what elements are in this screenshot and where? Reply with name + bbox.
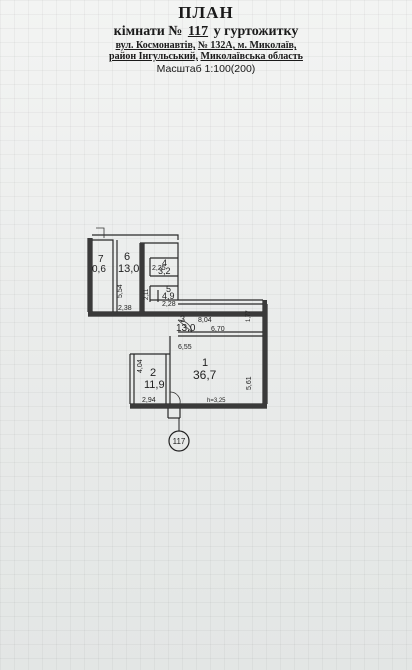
street: вул. Космонавтів, bbox=[115, 40, 196, 51]
dim-804: 8,04 bbox=[198, 317, 212, 324]
room-1-id: 1 bbox=[202, 357, 208, 369]
scale-label: Масштаб 1:100(200) bbox=[156, 63, 256, 75]
dim-238: 2,38 bbox=[118, 305, 132, 312]
house: № 132А, м. Миколаїв, bbox=[197, 40, 297, 51]
dim-404: 4,04 bbox=[137, 359, 144, 373]
room-3-area: 13,0 bbox=[176, 323, 196, 334]
wall-hatching bbox=[88, 238, 267, 408]
dim-228: 2,28 bbox=[162, 301, 176, 308]
plan-title: ПЛАН bbox=[178, 3, 234, 22]
dim-561: 5,61 bbox=[246, 376, 253, 390]
dim-211: 2,11 bbox=[144, 288, 150, 300]
room-line: кімнати № 117 у гуртожитку bbox=[0, 24, 412, 40]
dim-655: 6,55 bbox=[178, 344, 192, 351]
dim-670: 6,70 bbox=[211, 326, 225, 333]
room-6-area: 13,0 bbox=[118, 263, 139, 275]
room-1-area: 36,7 bbox=[193, 368, 217, 382]
dim-177: 1,77 bbox=[246, 310, 252, 322]
dim-height: h=3,25 bbox=[207, 398, 226, 404]
region-line: район Інгульський, Миколаївська область bbox=[0, 51, 412, 62]
dim-225: 2,25 bbox=[152, 265, 166, 272]
dim-294: 2,94 bbox=[142, 397, 156, 404]
room-4-id: 4 bbox=[162, 258, 167, 268]
room-5-id: 5 bbox=[166, 284, 171, 294]
room-2-area: 11,9 bbox=[144, 379, 165, 391]
room-4-area: 3,2 bbox=[158, 266, 171, 276]
room-suffix: у гуртожитку bbox=[213, 24, 299, 39]
room-3-id: 3 bbox=[180, 314, 185, 324]
room-7-id: 7 bbox=[98, 254, 104, 265]
region: Миколаївська область bbox=[200, 51, 303, 62]
room-prefix: кімнати № bbox=[113, 24, 183, 39]
address-line: вул. Космонавтів, № 132А, м. Миколаїв, bbox=[0, 40, 412, 51]
dim-554: 5,54 bbox=[117, 284, 124, 298]
room-6-id: 6 bbox=[124, 251, 130, 263]
room-5-area: 4,9 bbox=[162, 291, 175, 301]
room-marker-number: 117 bbox=[173, 437, 186, 446]
room-7-area: 0,6 bbox=[92, 264, 106, 275]
door-swings bbox=[96, 227, 193, 405]
room-2-id: 2 bbox=[150, 367, 156, 379]
district: район Інгульський, bbox=[109, 51, 198, 62]
room-number: 117 bbox=[187, 24, 209, 39]
